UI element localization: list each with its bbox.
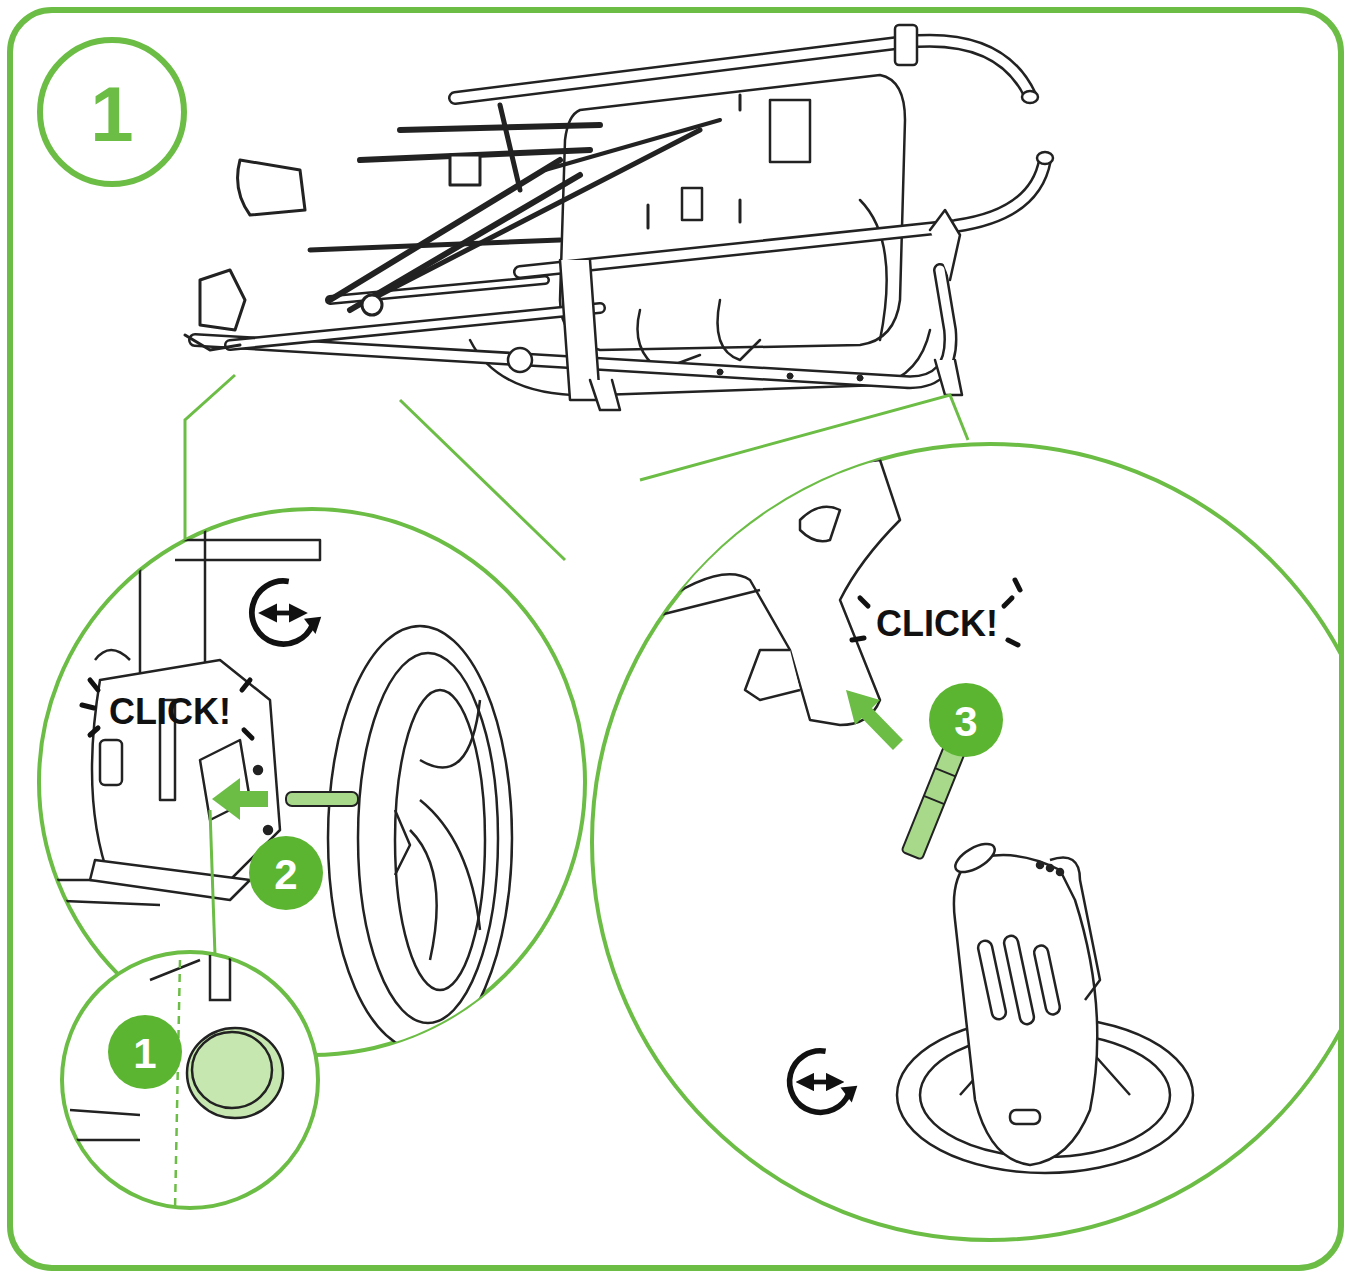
click-ticks: [852, 580, 1020, 645]
callout-circle: [108, 1015, 182, 1089]
insert-arrow: [862, 708, 898, 745]
click-text: CLICK!: [109, 694, 231, 730]
folded-stroller: [185, 25, 1053, 410]
callout-circle: [929, 683, 1003, 757]
callout-number: 1: [133, 1033, 156, 1075]
insert-arrow-head: [212, 778, 240, 820]
step-circle: [40, 40, 184, 184]
button-inset: [62, 810, 318, 1210]
step-number: 1: [90, 75, 133, 153]
callout-number: 3: [954, 701, 977, 743]
callout-circle: [249, 836, 323, 910]
click-ticks: [82, 680, 252, 738]
rotation-icon: [790, 1051, 858, 1113]
rotation-icon: [252, 581, 321, 644]
insert-arrow-head: [846, 690, 880, 725]
caster-magnifier: [592, 444, 1339, 1240]
click-text: CLICK!: [876, 606, 998, 642]
callout-number: 2: [274, 854, 297, 896]
